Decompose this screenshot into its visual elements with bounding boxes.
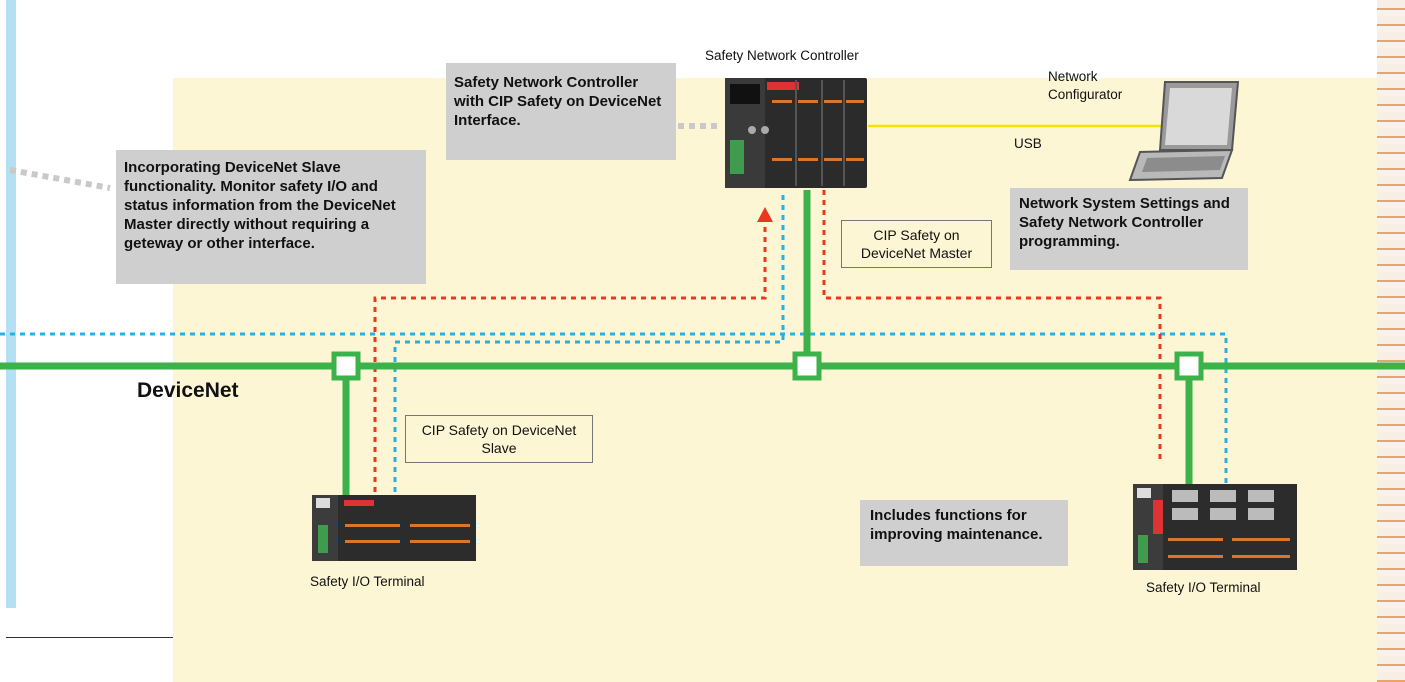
callout-connector-left xyxy=(9,167,111,191)
usb-label: USB xyxy=(1014,136,1042,151)
master-label-box: CIP Safety on DeviceNet Master xyxy=(841,220,992,268)
left-accent-stripe xyxy=(6,0,16,608)
terminal-left-label: Safety I/O Terminal xyxy=(310,574,425,589)
tap-center xyxy=(792,351,822,381)
right-edge-strip xyxy=(1377,0,1405,682)
tap-right xyxy=(1174,351,1204,381)
network-configurator-label: Network Configurator xyxy=(1048,69,1123,102)
safety-network-controller-device xyxy=(725,78,867,188)
left-divider-line xyxy=(6,637,173,638)
terminal-right-label: Safety I/O Terminal xyxy=(1146,580,1261,595)
callout-maintenance: Includes functions for improving mainten… xyxy=(860,500,1068,566)
safety-io-terminal-left xyxy=(312,495,476,561)
devicenet-label: DeviceNet xyxy=(137,379,239,402)
red-safety-path-right xyxy=(822,190,1162,460)
controller-title: Safety Network Controller xyxy=(705,48,859,63)
laptop-network-configurator xyxy=(1128,81,1240,182)
blue-status-path xyxy=(393,190,785,492)
callout-slave-functionality: Incorporating DeviceNet Slave functional… xyxy=(116,150,426,284)
callout-network-settings: Network System Settings and Safety Netwo… xyxy=(1010,188,1248,270)
blue-status-path-line xyxy=(0,332,1228,492)
red-safety-path-left xyxy=(373,222,767,492)
safety-io-terminal-right xyxy=(1133,484,1297,570)
slave-label-box: CIP Safety on DeviceNet Slave xyxy=(405,415,593,463)
red-arrow-head xyxy=(757,207,773,222)
callout-controller: Safety Network Controller with CIP Safet… xyxy=(446,63,676,160)
tap-left xyxy=(331,351,361,381)
